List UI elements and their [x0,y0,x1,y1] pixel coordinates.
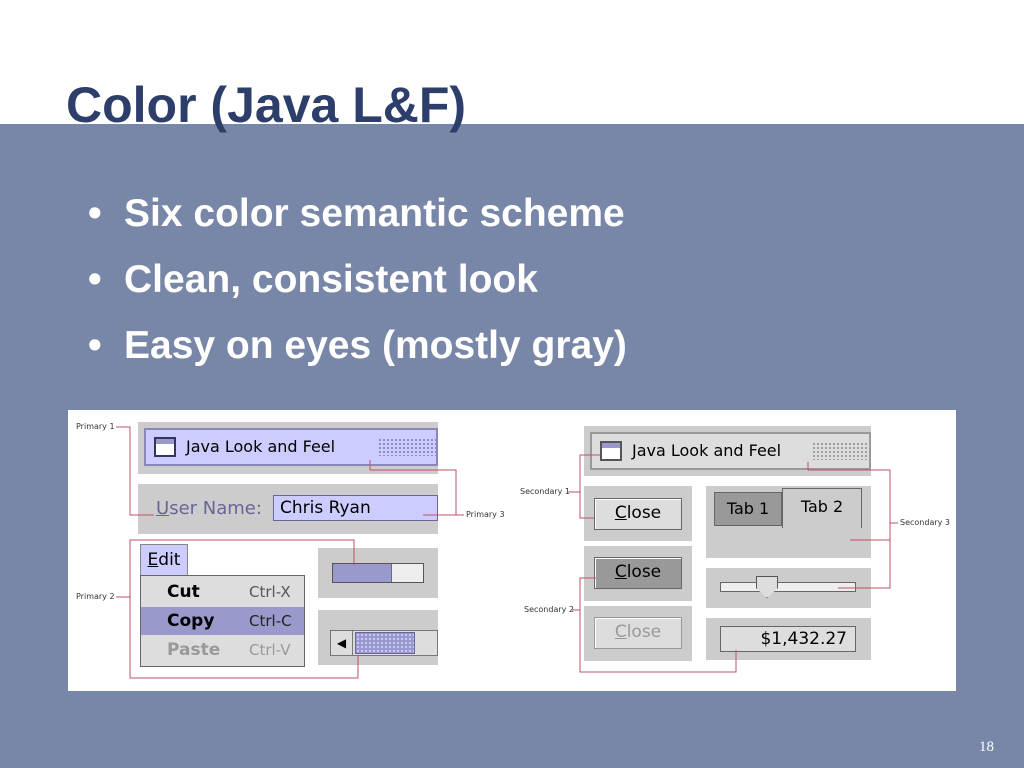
amount-field[interactable]: $1,432.27 [720,626,856,652]
leader-secondary-1b [579,454,600,492]
leader-secondary-1 [568,491,594,519]
close-button[interactable]: Close [594,498,682,530]
label-secondary-1: Secondary 1 [520,487,570,496]
username-label: User Name: [156,498,262,519]
close-button-pressed[interactable]: Close [594,557,682,589]
horizontal-scrollbar[interactable]: ◀ [330,630,438,656]
close-button-disabled: Close [594,617,682,649]
leader-primary-2b [129,539,355,597]
progress-fill [333,564,392,582]
titlebar-grip-icon [812,442,870,460]
bullet-list: •Six color semantic scheme •Clean, consi… [88,190,627,388]
menu-item-paste[interactable]: Paste Ctrl-V [167,640,291,660]
label-primary-1: Primary 1 [76,422,115,431]
scroll-thumb[interactable] [355,632,415,654]
right-window-titlebar[interactable]: Java Look and Feel [590,432,871,470]
bullet-dot-icon: • [88,258,102,301]
leader-primary-2 [116,596,359,679]
slide-title: Color (Java L&F) [66,77,467,133]
window-title: Java Look and Feel [186,437,336,456]
label-primary-3: Primary 3 [466,510,505,519]
titlebar-grip-icon [378,438,436,456]
bullet-item: •Easy on eyes (mostly gray) [88,322,627,388]
label-secondary-2: Secondary 2 [524,605,574,614]
window-icon [154,437,176,457]
slider-thumb-icon[interactable] [756,576,778,598]
leader-secondary-2 [572,609,737,673]
bullet-dot-icon: • [88,192,102,235]
label-secondary-3: Secondary 3 [900,518,950,527]
leader-secondary-3 [807,462,898,524]
window-icon [600,441,622,461]
bullet-dot-icon: • [88,324,102,367]
slider-track[interactable] [720,582,856,592]
tab-2[interactable]: Tab 2 [782,488,862,528]
leader-lines [116,426,898,679]
username-input[interactable]: Chris Ryan [273,495,438,521]
left-window-titlebar[interactable]: Java Look and Feel [144,428,438,466]
color-scheme-figure: Java Look and Feel User Name: Chris Ryan… [68,410,956,691]
bullet-item: •Clean, consistent look [88,256,627,322]
label-primary-2: Primary 2 [76,592,115,601]
window-title: Java Look and Feel [632,441,782,460]
leader-secondary-3b [838,523,891,589]
slide-number: 18 [979,739,994,755]
menu-edit[interactable]: Edit [140,544,188,576]
menu-item-cut[interactable]: Cut Ctrl-X [167,582,291,602]
leader-secondary-2b [579,577,596,610]
scroll-left-arrow-icon[interactable]: ◀ [331,631,353,655]
menu-item-copy[interactable]: Copy Ctrl-C [141,607,304,635]
bullet-item: •Six color semantic scheme [88,190,627,256]
progress-bar [332,563,424,583]
tab-1[interactable]: Tab 1 [714,492,782,526]
leader-primary-1 [116,426,154,516]
leader-primary-3 [369,460,464,516]
